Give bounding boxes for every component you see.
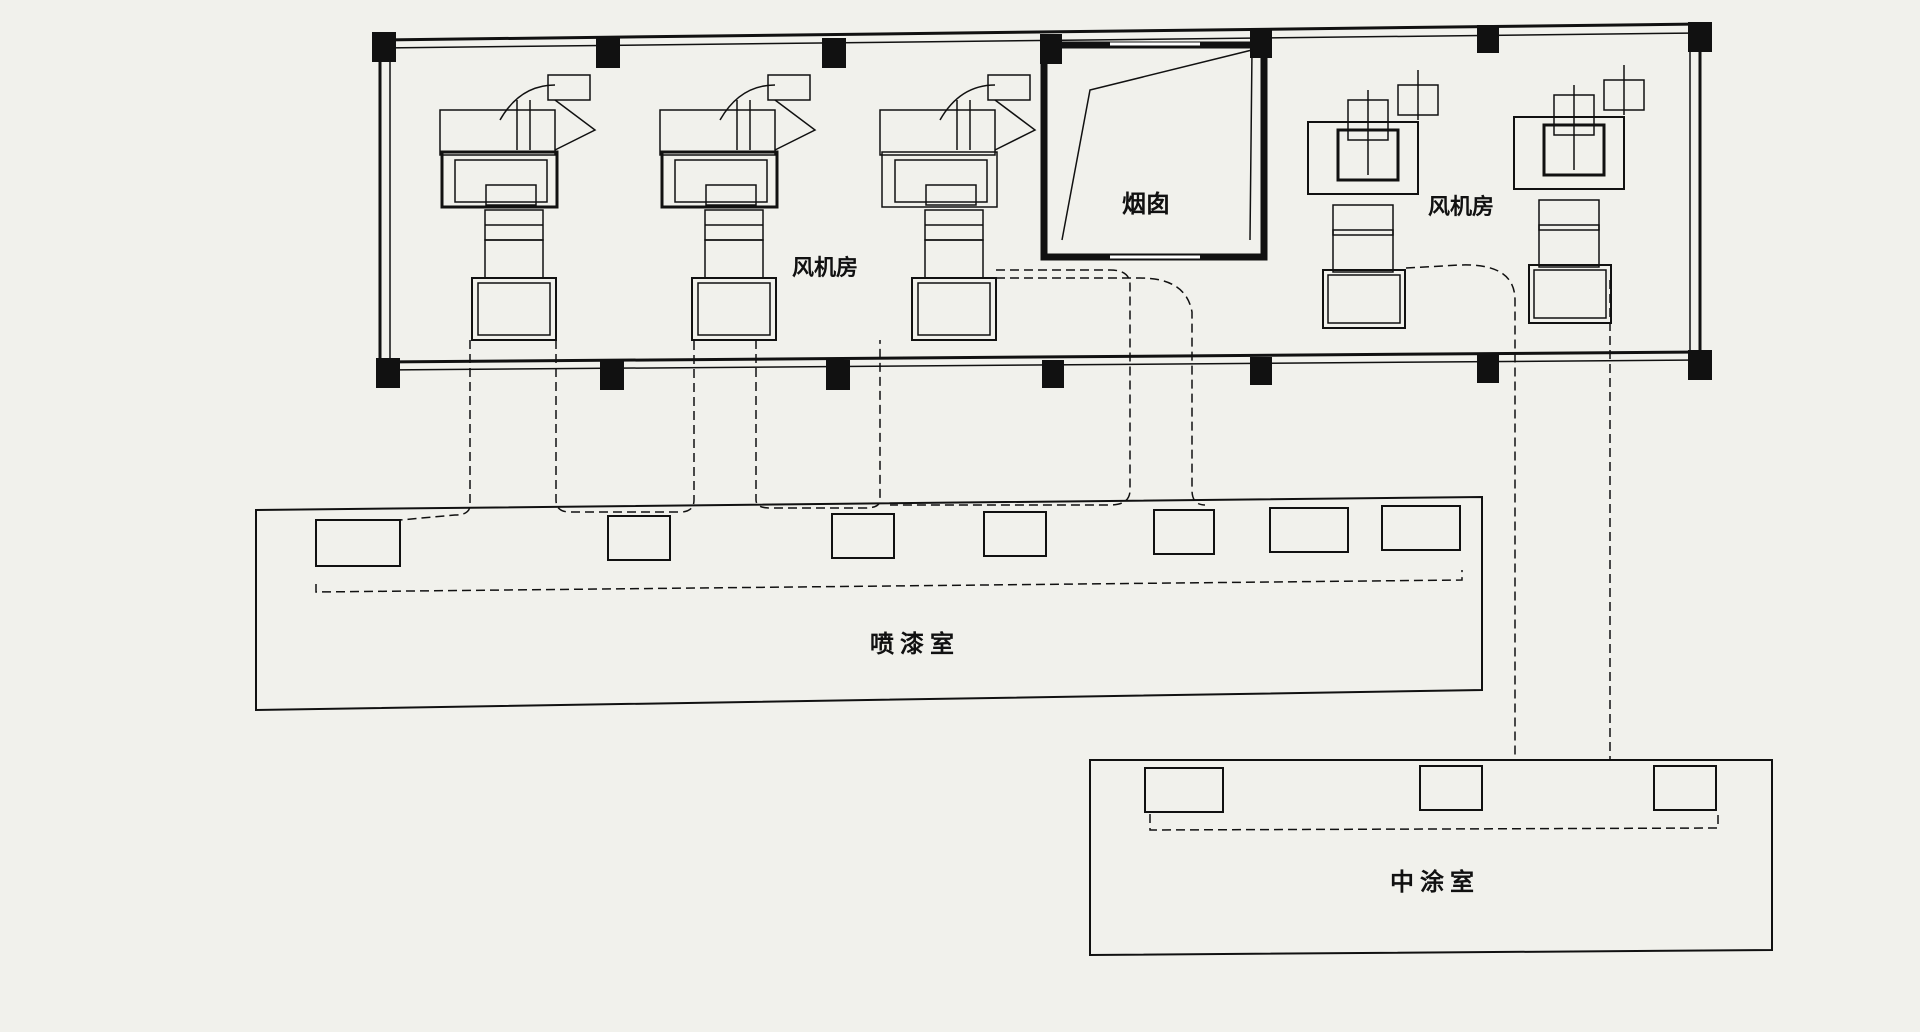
column-icon [826, 360, 850, 390]
inlet-box [1144, 767, 1224, 813]
inlet-box [607, 515, 671, 561]
label-fan-room-left: 风机房 [792, 255, 858, 281]
inlet-box [1153, 509, 1215, 555]
inlet-box [1381, 505, 1461, 551]
column-icon [372, 32, 396, 62]
fan-unit-icon [1513, 65, 1645, 324]
column-icon [600, 360, 624, 390]
fan-unit-icon [1307, 70, 1439, 329]
inlet-box [315, 519, 401, 567]
column-icon [1477, 355, 1499, 383]
middle-coat-room [1089, 759, 1773, 957]
duct-icon [399, 264, 1611, 760]
chimney-flue [1061, 49, 1253, 241]
column-icon [822, 38, 846, 68]
fan-unit-icon [439, 74, 597, 341]
column-icon [1688, 350, 1712, 380]
fan-unit-icon [659, 74, 817, 341]
spray-room [255, 495, 1483, 712]
column-icon [1250, 357, 1272, 385]
inlet-box [831, 513, 895, 559]
wall-bottom [379, 350, 1701, 364]
label-spray-room: 喷漆室 [870, 630, 960, 658]
column-icon [596, 38, 620, 68]
column-icon [376, 358, 400, 388]
fan-building [378, 22, 1702, 372]
label-fan-room-right: 风机房 [1428, 194, 1494, 220]
inlet-box [1269, 507, 1349, 553]
chimney [1040, 41, 1268, 261]
inlet-box [1653, 765, 1717, 811]
columns [372, 22, 1712, 390]
inlet-box [983, 511, 1047, 557]
column-icon [1477, 25, 1499, 53]
inlet-box [1419, 765, 1483, 811]
column-icon [1688, 22, 1712, 52]
label-middle-coat-room: 中涂室 [1390, 868, 1480, 896]
label-chimney: 烟囱 [1122, 190, 1170, 218]
fan-unit-icon [879, 74, 1037, 341]
column-icon [1042, 360, 1064, 388]
